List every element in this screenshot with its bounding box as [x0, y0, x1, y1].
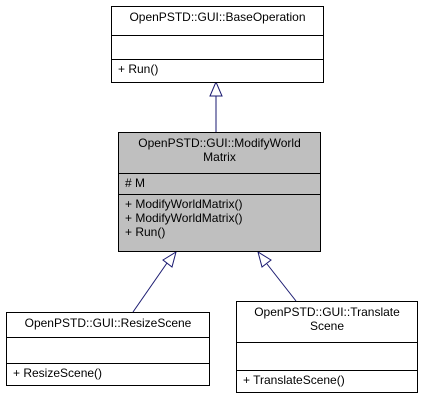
attributes-compartment-baseoperation	[112, 35, 323, 59]
class-name-line2: Matrix	[203, 150, 236, 164]
inheritance-arrowhead-modifyworldmatrix-left	[162, 250, 177, 268]
method-run: + Run()	[118, 62, 159, 76]
class-name-text: OpenPSTD::GUI::BaseOperation	[129, 10, 306, 24]
methods-compartment-resizescene: + ResizeScene()	[7, 363, 209, 382]
inheritance-arrowhead-modifyworldmatrix-right	[257, 250, 272, 268]
class-name-resizescene: OpenPSTD::GUI::ResizeScene	[7, 313, 209, 337]
inheritance-line-translatescene-modifyworldmatrix	[266, 263, 297, 302]
attribute-m: # M	[125, 176, 146, 190]
methods-compartment-baseoperation: + Run()	[112, 59, 323, 78]
method-run: + Run()	[125, 225, 166, 239]
attributes-compartment-modifyworldmatrix: # M	[119, 173, 320, 194]
class-box-baseoperation: OpenPSTD::GUI::BaseOperation + Run()	[111, 6, 324, 83]
method-modifyworldmatrix-2: + ModifyWorldMatrix()	[125, 211, 243, 225]
method-modifyworldmatrix-1: + ModifyWorldMatrix()	[125, 197, 243, 211]
method-translatescene: + TranslateScene()	[243, 373, 345, 387]
inheritance-line-resizescene-modifyworldmatrix	[132, 262, 168, 313]
class-name-line2: Scene	[309, 319, 345, 333]
attributes-compartment-translatescene	[237, 342, 417, 370]
class-box-translatescene: OpenPSTD::GUI::Translate Scene + Transla…	[236, 301, 418, 393]
class-name-text: OpenPSTD::GUI::ResizeScene	[24, 316, 192, 330]
class-name-modifyworldmatrix: OpenPSTD::GUI::ModifyWorld Matrix	[119, 133, 320, 173]
class-box-modifyworldmatrix: OpenPSTD::GUI::ModifyWorld Matrix # M + …	[118, 132, 321, 252]
class-name-translatescene: OpenPSTD::GUI::Translate Scene	[237, 302, 417, 342]
attributes-compartment-resizescene	[7, 337, 209, 363]
class-box-resizescene: OpenPSTD::GUI::ResizeScene + ResizeScene…	[6, 312, 210, 386]
class-name-line1: OpenPSTD::GUI::ModifyWorld	[138, 136, 301, 150]
inheritance-arrowhead-baseoperation	[209, 80, 223, 97]
class-name-line1: OpenPSTD::GUI::Translate	[254, 305, 400, 319]
methods-compartment-translatescene: + TranslateScene()	[237, 370, 417, 389]
methods-compartment-modifyworldmatrix: + ModifyWorldMatrix() + ModifyWorldMatri…	[119, 194, 320, 241]
method-resizescene: + ResizeScene()	[13, 366, 103, 380]
class-name-baseoperation: OpenPSTD::GUI::BaseOperation	[112, 7, 323, 35]
